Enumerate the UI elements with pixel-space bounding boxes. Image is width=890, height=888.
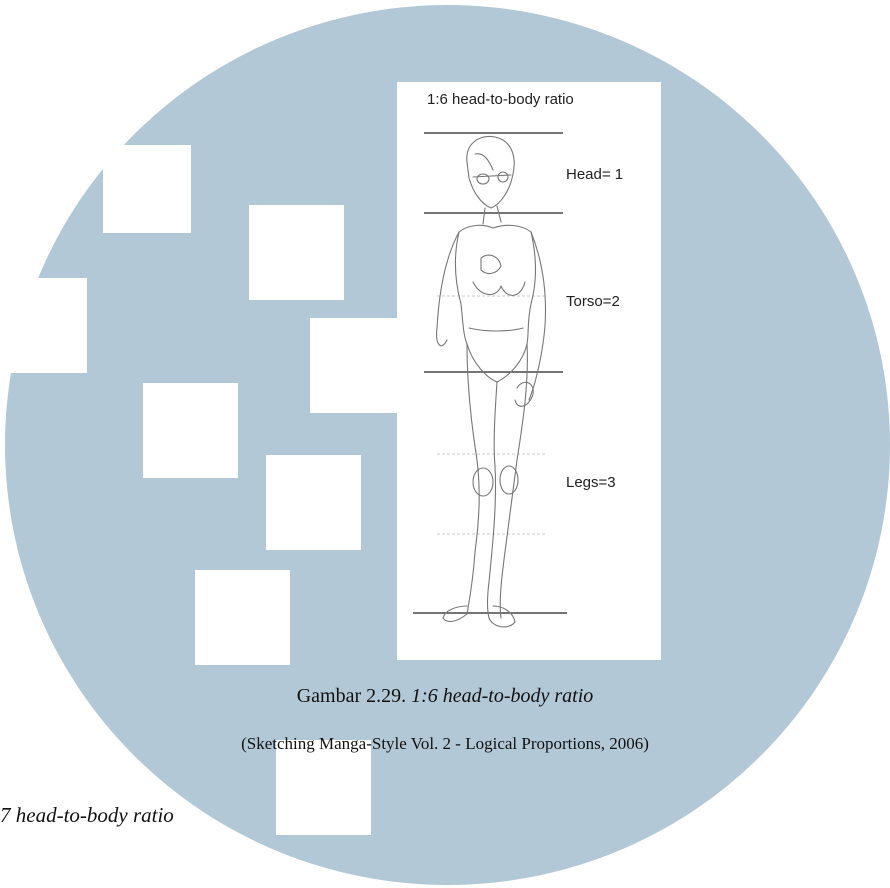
watermark-square xyxy=(103,145,191,233)
section-subheading: 7 head-to-body ratio xyxy=(0,803,174,828)
watermark-square xyxy=(195,570,290,665)
head-label: Head= 1 xyxy=(566,166,623,183)
torso-label: Torso=2 xyxy=(566,293,620,310)
watermark-square xyxy=(143,383,238,478)
caption-italic-title: 1:6 head-to-body ratio xyxy=(411,685,593,707)
figure-panel: 1:6 head-to-body ratio xyxy=(397,82,661,660)
watermark-square xyxy=(276,740,371,835)
legs-label: Legs=3 xyxy=(566,474,616,491)
watermark-square xyxy=(310,318,405,413)
caption-prefix: Gambar 2.29. xyxy=(297,685,411,707)
watermark-square xyxy=(0,278,87,373)
figure-caption: Gambar 2.29. 1:6 head-to-body ratio xyxy=(0,685,890,708)
watermark-square xyxy=(266,455,361,550)
watermark-square xyxy=(249,205,344,300)
figure-source: (Sketching Manga-Style Vol. 2 - Logical … xyxy=(0,734,890,754)
